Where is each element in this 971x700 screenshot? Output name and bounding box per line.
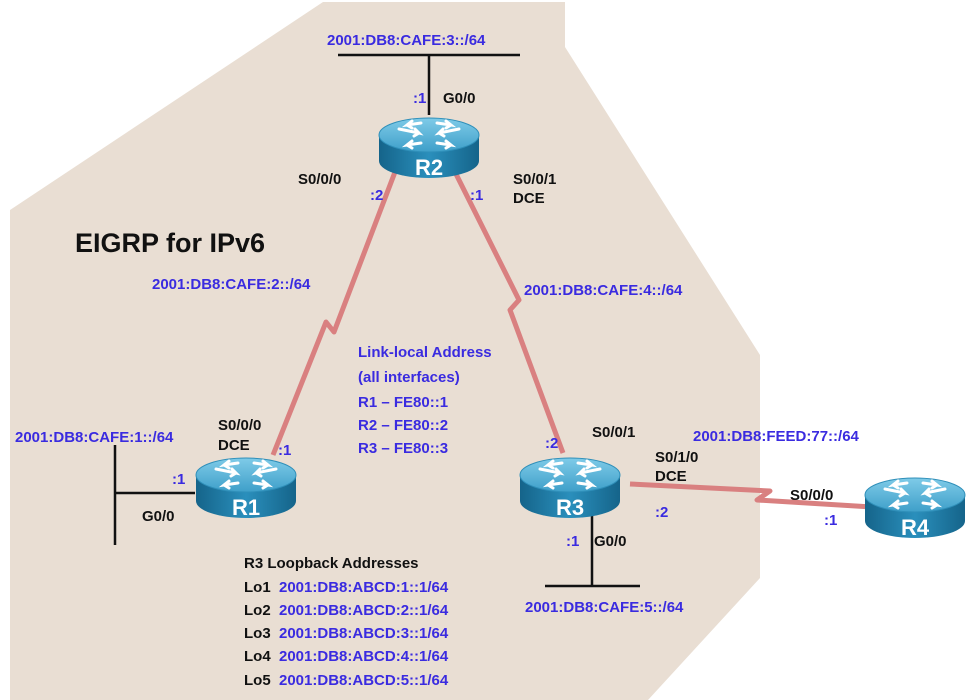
loopback-heading: R3 Loopback Addresses (244, 555, 419, 572)
loopback-address: 2001:DB8:ABCD:1::1/64 (279, 579, 449, 596)
network-link-r2-r3: 2001:DB8:CAFE:4::/64 (524, 282, 683, 299)
r2-s000-host: :2 (370, 187, 383, 204)
router-r3[interactable]: R3 (518, 456, 622, 520)
r3-s001-host: :2 (545, 435, 558, 452)
eigrp-domain-area (10, 2, 760, 700)
r2-s001-host: :1 (470, 187, 483, 204)
lan-r3 (545, 512, 640, 588)
link-local-entry: R2 – FE80::2 (358, 417, 448, 434)
lan-r1 (113, 445, 195, 545)
r2-s000-label: S0/0/0 (298, 171, 341, 188)
network-lan-r3: 2001:DB8:CAFE:5::/64 (525, 599, 684, 616)
router-r1-label: R1 (232, 495, 260, 520)
router-r4[interactable]: R4 (863, 476, 967, 540)
router-r2[interactable]: R2 (377, 116, 481, 180)
link-local-heading: Link-local Address (358, 344, 492, 361)
r1-g00-label: G0/0 (142, 508, 175, 525)
r1-s000-host: :1 (278, 442, 291, 459)
loopback-name: Lo3 (244, 625, 271, 642)
lan-r2 (338, 53, 520, 115)
link-local-entry: R3 – FE80::3 (358, 440, 448, 457)
loopback-name: Lo1 (244, 579, 271, 596)
loopback-address: 2001:DB8:ABCD:3::1/64 (279, 625, 449, 642)
r3-g00-label: G0/0 (594, 533, 627, 550)
network-link-r1-r2: 2001:DB8:CAFE:2::/64 (152, 276, 311, 293)
r4-s000-label: S0/0/0 (790, 487, 833, 504)
loopback-name: Lo2 (244, 602, 271, 619)
link-local-note: Link-local Address (all interfaces) R1 –… (358, 344, 492, 457)
loopback-name: Lo5 (244, 672, 271, 689)
r1-s000-dce: DCE (218, 437, 250, 454)
r3-g00-host: :1 (566, 533, 579, 550)
loopback-address: 2001:DB8:ABCD:5::1/64 (279, 672, 449, 689)
r3-s010-host: :2 (655, 504, 668, 521)
link-local-subheading: (all interfaces) (358, 369, 460, 386)
loopback-address: 2001:DB8:ABCD:4::1/64 (279, 648, 449, 665)
r3-s010-label: S0/1/0 (655, 449, 698, 466)
serial-link-r1-r2 (270, 171, 398, 456)
r3-s001-label: S0/0/1 (592, 424, 635, 441)
network-lan-r2: 2001:DB8:CAFE:3::/64 (327, 32, 486, 49)
r3-loopback-list: R3 Loopback Addresses Lo1 2001:DB8:ABCD:… (244, 555, 449, 689)
r2-g00-host: :1 (413, 90, 426, 107)
loopback-name: Lo4 (244, 648, 271, 665)
loopback-address: 2001:DB8:ABCD:2::1/64 (279, 602, 449, 619)
router-r4-label: R4 (901, 515, 930, 540)
network-link-r3-r4: 2001:DB8:FEED:77::/64 (693, 428, 860, 445)
r4-s000-host: :1 (824, 512, 837, 529)
router-r2-label: R2 (415, 155, 443, 180)
diagram-title: EIGRP for IPv6 (75, 228, 265, 258)
r3-s010-dce: DCE (655, 468, 687, 485)
network-lan-r1: 2001:DB8:CAFE:1::/64 (15, 429, 174, 446)
serial-link-r2-r3 (452, 170, 566, 454)
r1-g00-host: :1 (172, 471, 185, 488)
router-r3-label: R3 (556, 495, 584, 520)
serial-link-r3-r4 (629, 481, 873, 510)
router-r1[interactable]: R1 (194, 456, 298, 520)
link-local-entry: R1 – FE80::1 (358, 394, 448, 411)
r2-s001-label: S0/0/1 (513, 171, 556, 188)
r2-s001-dce: DCE (513, 190, 545, 207)
r2-g00-label: G0/0 (443, 90, 476, 107)
r1-s000-label: S0/0/0 (218, 417, 261, 434)
